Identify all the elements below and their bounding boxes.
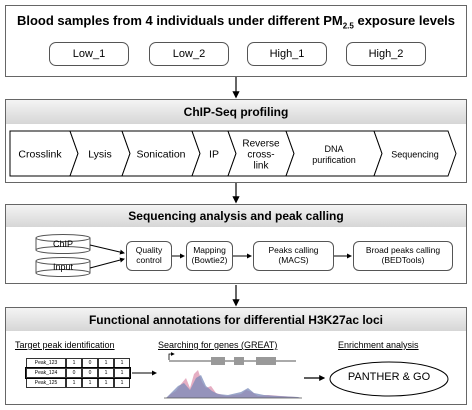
gene-model-icon <box>168 352 296 365</box>
chipseq-panel-header <box>6 100 466 124</box>
sample-label: High_1 <box>269 48 305 60</box>
chipseq-step-chevrons: Crosslink Lysis Sonication IP Reversecross-l… <box>9 130 457 177</box>
table-row: Peak_123 1 0 1 1 <box>26 358 130 368</box>
peaks-calling-box: Peaks calling (MACS) <box>253 241 334 271</box>
sample-panel-title: Blood samples from 4 individuals under d… <box>6 13 466 31</box>
chevron-step <box>373 130 457 177</box>
chevron-step-label: Lysis <box>88 149 112 161</box>
target-peak-title: Target peak identification <box>15 340 115 350</box>
annotation-panel: Functional annotations for differential … <box>5 307 467 405</box>
sample-title-text: Blood samples from 4 individuals under d… <box>16 13 343 28</box>
great-search-title: Searching for genes (GREAT) <box>158 340 278 350</box>
quality-control-box: Quality control <box>126 241 172 271</box>
sample-title-tail: exposure levels <box>353 13 456 28</box>
panther-go-label: PANTHER & GO <box>347 371 431 383</box>
chevron-step-label: Crosslink <box>18 149 62 161</box>
table-cell: 0 <box>66 368 82 378</box>
input-sample-label: Input <box>52 262 74 272</box>
chevron-step-label: link <box>253 161 269 172</box>
sample-high-2: High_2 <box>346 42 426 66</box>
chevron-step-label: cross- <box>247 150 274 161</box>
chevron-step-label: Reverse <box>242 139 280 150</box>
chevron-step-label: Sonication <box>136 149 185 161</box>
pm-subscript: 2.5 <box>342 21 354 31</box>
input-cylinder-icon <box>35 257 91 277</box>
peak-table: Peak_123 1 0 1 1 Peak_124 0 0 1 1 Peak_1… <box>25 358 131 388</box>
sample-low-2: Low_2 <box>149 42 229 66</box>
sample-label: Low_2 <box>172 48 206 60</box>
table-cell: 0 <box>82 368 98 378</box>
sequencing-panel-header <box>6 205 466 227</box>
broad-peaks-calling-box: Broad peaks calling (BEDTools) <box>353 241 453 271</box>
sample-low-1: Low_1 <box>49 42 129 66</box>
peak-id-cell: Peak_123 <box>26 358 66 368</box>
enrichment-title: Enrichment analysis <box>338 340 419 350</box>
table-cell: 1 <box>66 358 82 368</box>
chevron-step-label: IP <box>209 149 219 161</box>
table-cell: 1 <box>98 368 114 378</box>
panther-go-ellipse <box>329 361 449 397</box>
table-row-highlighted: Peak_124 0 0 1 1 <box>25 367 131 379</box>
table-cell: 1 <box>114 378 130 388</box>
table-cell: 1 <box>82 378 98 388</box>
sample-high-1: High_1 <box>247 42 327 66</box>
genome-track-graphic <box>16 352 449 399</box>
table-cell: 1 <box>66 378 82 388</box>
table-cell: 1 <box>98 358 114 368</box>
sample-panel: Blood samples from 4 individuals under d… <box>5 5 467 77</box>
table-cell: 1 <box>114 358 130 368</box>
table-row: Peak_125 1 1 1 1 <box>26 378 130 388</box>
sample-label: High_2 <box>368 48 404 60</box>
selection-bracket <box>16 367 130 381</box>
peak-id-cell: Peak_125 <box>26 378 66 388</box>
chip-cylinder-icon <box>35 234 91 254</box>
sample-label: Low_1 <box>72 48 106 60</box>
table-cell: 0 <box>82 358 98 368</box>
table-cell: 1 <box>98 378 114 388</box>
sequencing-flow-arrows <box>35 234 352 277</box>
mapping-box: Mapping (Bowtie2) <box>186 241 233 271</box>
annotation-panel-header <box>6 308 466 331</box>
chipseq-panel: ChIP-Seq profiling Crosslink Lysis Sonicat… <box>5 99 467 183</box>
table-cell: 1 <box>114 368 130 378</box>
chevron-step-label: purification <box>312 155 356 165</box>
input-signal-track-blue <box>166 375 301 398</box>
chip-input-label: ChIP <box>52 239 73 249</box>
sequencing-panel: Sequencing analysis and peak calling <box>5 204 467 284</box>
annotation-panel-title: Functional annotations for differential … <box>88 313 384 327</box>
chevron-step-label: DNA <box>324 144 343 154</box>
peak-id-cell: Peak_124 <box>26 368 66 378</box>
chipseq-panel-title: ChIP-Seq profiling <box>183 105 289 119</box>
sequencing-panel-title: Sequencing analysis and peak calling <box>128 209 344 223</box>
chevron-step-label: Sequencing <box>391 150 439 160</box>
